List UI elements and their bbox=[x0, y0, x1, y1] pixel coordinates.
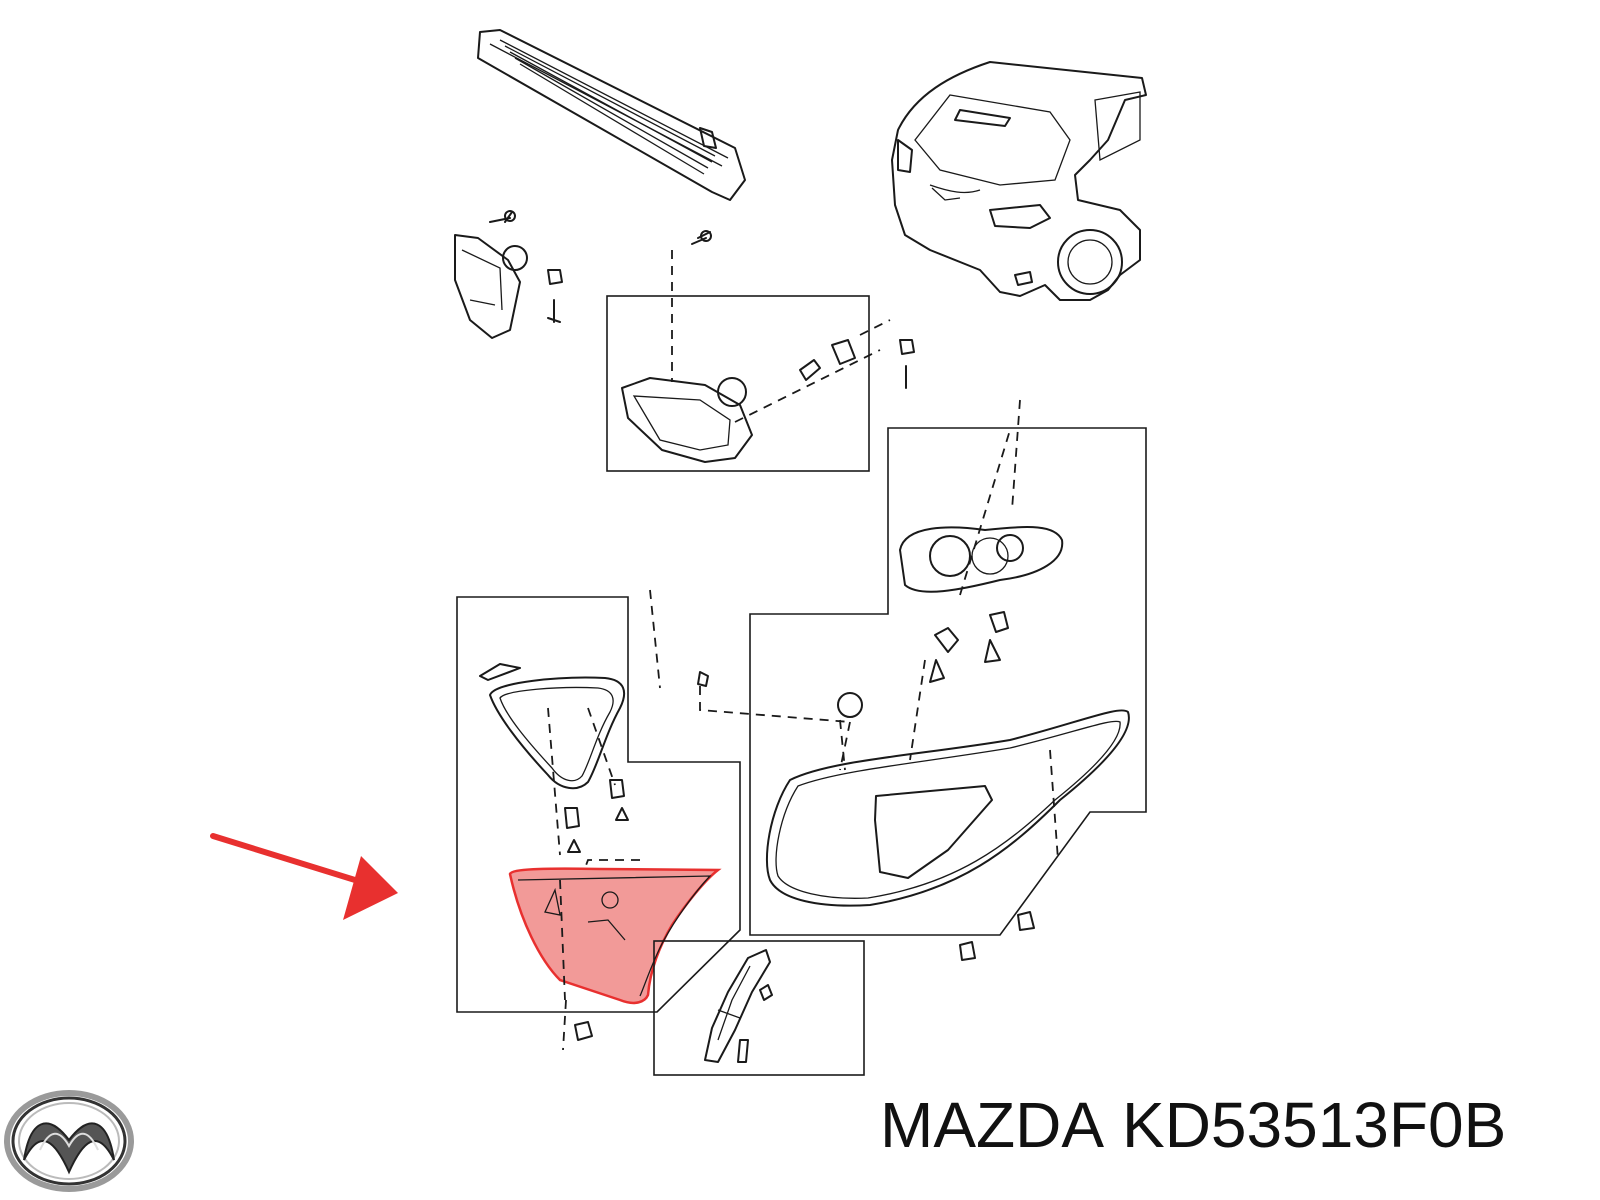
mazda-logo-icon bbox=[4, 1090, 134, 1192]
rear-lamp-left-box bbox=[456, 589, 851, 1051]
brand-name: MAZDA bbox=[880, 1089, 1104, 1161]
part-number: KD53513F0B bbox=[1122, 1089, 1507, 1161]
lamp-bracket-box bbox=[653, 940, 865, 1076]
high-mount-brake-lamp bbox=[477, 29, 746, 201]
red-arrow-icon bbox=[210, 833, 398, 920]
lamp-grille bbox=[504, 45, 716, 175]
highlighted-rear-lamp-part bbox=[508, 867, 722, 1005]
rear-combination-lamp-outer bbox=[749, 399, 1147, 961]
license-lamp-assembly bbox=[454, 210, 563, 339]
vehicle-rear-view bbox=[891, 61, 1147, 301]
rear-lamp-inner-box bbox=[606, 230, 915, 472]
